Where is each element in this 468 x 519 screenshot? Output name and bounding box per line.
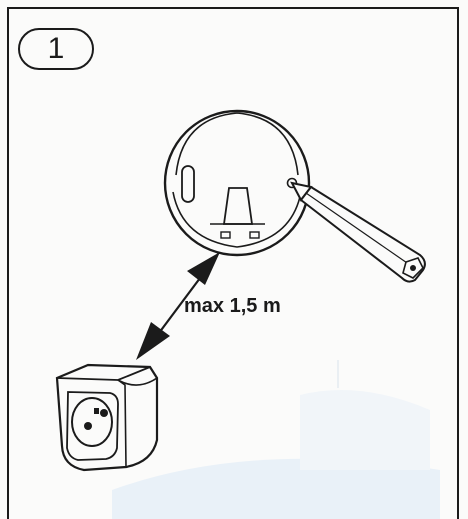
socket-earth-pin [94, 408, 99, 414]
max-distance-label: max 1,5 m [184, 295, 281, 317]
background-watermark [112, 360, 440, 519]
device-slot-left [181, 165, 195, 203]
wall-device [163, 109, 311, 257]
power-socket [55, 363, 159, 472]
socket-pin-hole-left [84, 422, 92, 430]
socket-face [71, 397, 113, 447]
device-clip-right [249, 231, 260, 239]
step-number-badge: 1 [18, 28, 94, 70]
arrow-head-bottom [136, 322, 170, 360]
socket-pin-hole-right [100, 409, 108, 417]
pencil [290, 181, 426, 283]
distance-arrow [136, 252, 220, 360]
device-clip-left [220, 231, 231, 239]
arrow-head-top [187, 252, 220, 285]
